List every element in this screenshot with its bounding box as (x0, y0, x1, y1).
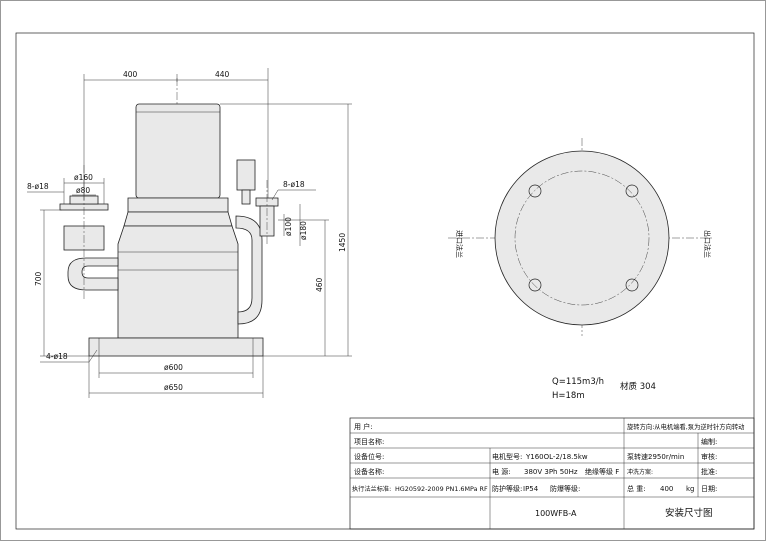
spec-material: 材质 304 (620, 381, 656, 392)
dim-inlet-bolts: 8-ø18 (27, 182, 49, 191)
tb-weight-value: 400 (660, 485, 673, 493)
tb-power-label: 电 源: (492, 467, 511, 476)
base-outline (494, 150, 670, 326)
pump-casing (117, 225, 239, 339)
outlet-pipe (235, 215, 263, 325)
tb-approve: 批准: (701, 467, 717, 476)
dim-height-total: 1450 (338, 233, 347, 252)
dimension-lines (27, 68, 352, 398)
tb-speed-value: 2950r/min (648, 453, 684, 461)
dim-height-inlet: 700 (34, 271, 43, 286)
dim-outlet-bolts: 8-ø18 (283, 180, 305, 189)
inlet-label: 进口法兰 (455, 230, 464, 258)
dim-outlet-d1: ø100 (284, 217, 293, 236)
spec-flow: Q=115m3/h (552, 377, 604, 387)
tb-project: 项目名称: (354, 437, 384, 446)
tb-date: 日期: (701, 485, 717, 493)
tb-equipment: 设备名称: (354, 467, 384, 476)
tb-explosion: 防爆等级: (550, 484, 580, 493)
dim-inlet-outer: ø160 (74, 173, 93, 182)
dim-base-bolts: 4-ø18 (46, 352, 68, 361)
junction-box (236, 159, 256, 191)
tb-flush: 冲洗方案: (627, 468, 653, 476)
bolt-hole (528, 184, 542, 198)
dim-base-outer: ø650 (164, 383, 183, 392)
tb-power-value: 380V 3Ph 50Hz (524, 468, 578, 476)
tb-insulation: 绝缘等级 F (585, 467, 619, 476)
inlet-pipe (67, 257, 119, 291)
tb-standard: 执行法兰标准: (352, 485, 391, 493)
pump-elevation (59, 78, 279, 357)
bolt-hole (528, 278, 542, 292)
plan-view (448, 138, 712, 336)
tb-weight-label: 总 重: (627, 484, 646, 493)
tb-motor-model-value: Y160OL-2/18.5kw (525, 453, 588, 461)
tb-position: 设备位号: (354, 452, 384, 461)
tb-review: 审核: (701, 452, 717, 461)
dim-top-right: 440 (215, 70, 230, 79)
dim-height-outlet: 460 (315, 277, 324, 292)
base-plate (88, 337, 264, 357)
tb-drawing-title: 安装尺寸图 (665, 507, 713, 519)
tb-user: 用 户: (354, 422, 373, 431)
tb-rotation-note: 旋转方向:从电机端看,泵为逆时针方向转动 (627, 422, 744, 431)
tb-protection-value: IP54 (523, 485, 539, 493)
tb-speed-label: 泵转速: (627, 452, 650, 461)
tb-standard-value: HG20592-2009 PN1.6MPa RF (395, 485, 488, 493)
dim-inlet-inner: ø80 (76, 186, 90, 195)
dim-outlet-d2: ø180 (299, 221, 308, 240)
title-block (349, 417, 755, 530)
tb-model: 100WFB-A (535, 509, 577, 518)
tb-weight-unit: kg (686, 485, 695, 493)
bolt-hole (625, 278, 639, 292)
bolt-circle (514, 170, 650, 306)
spec-head: H=18m (552, 391, 585, 401)
bolt-hole (625, 184, 639, 198)
tb-draw: 编制: (701, 437, 717, 446)
dim-base-inner: ø600 (164, 363, 183, 372)
tb-protection: 防护等级: (492, 484, 522, 493)
motor-body (135, 103, 221, 199)
tb-motor-model: 电机型号: (492, 452, 522, 461)
motor-bracket (127, 197, 229, 213)
outlet-label: 出口法兰 (703, 230, 712, 258)
dim-top-left: 400 (123, 70, 138, 79)
